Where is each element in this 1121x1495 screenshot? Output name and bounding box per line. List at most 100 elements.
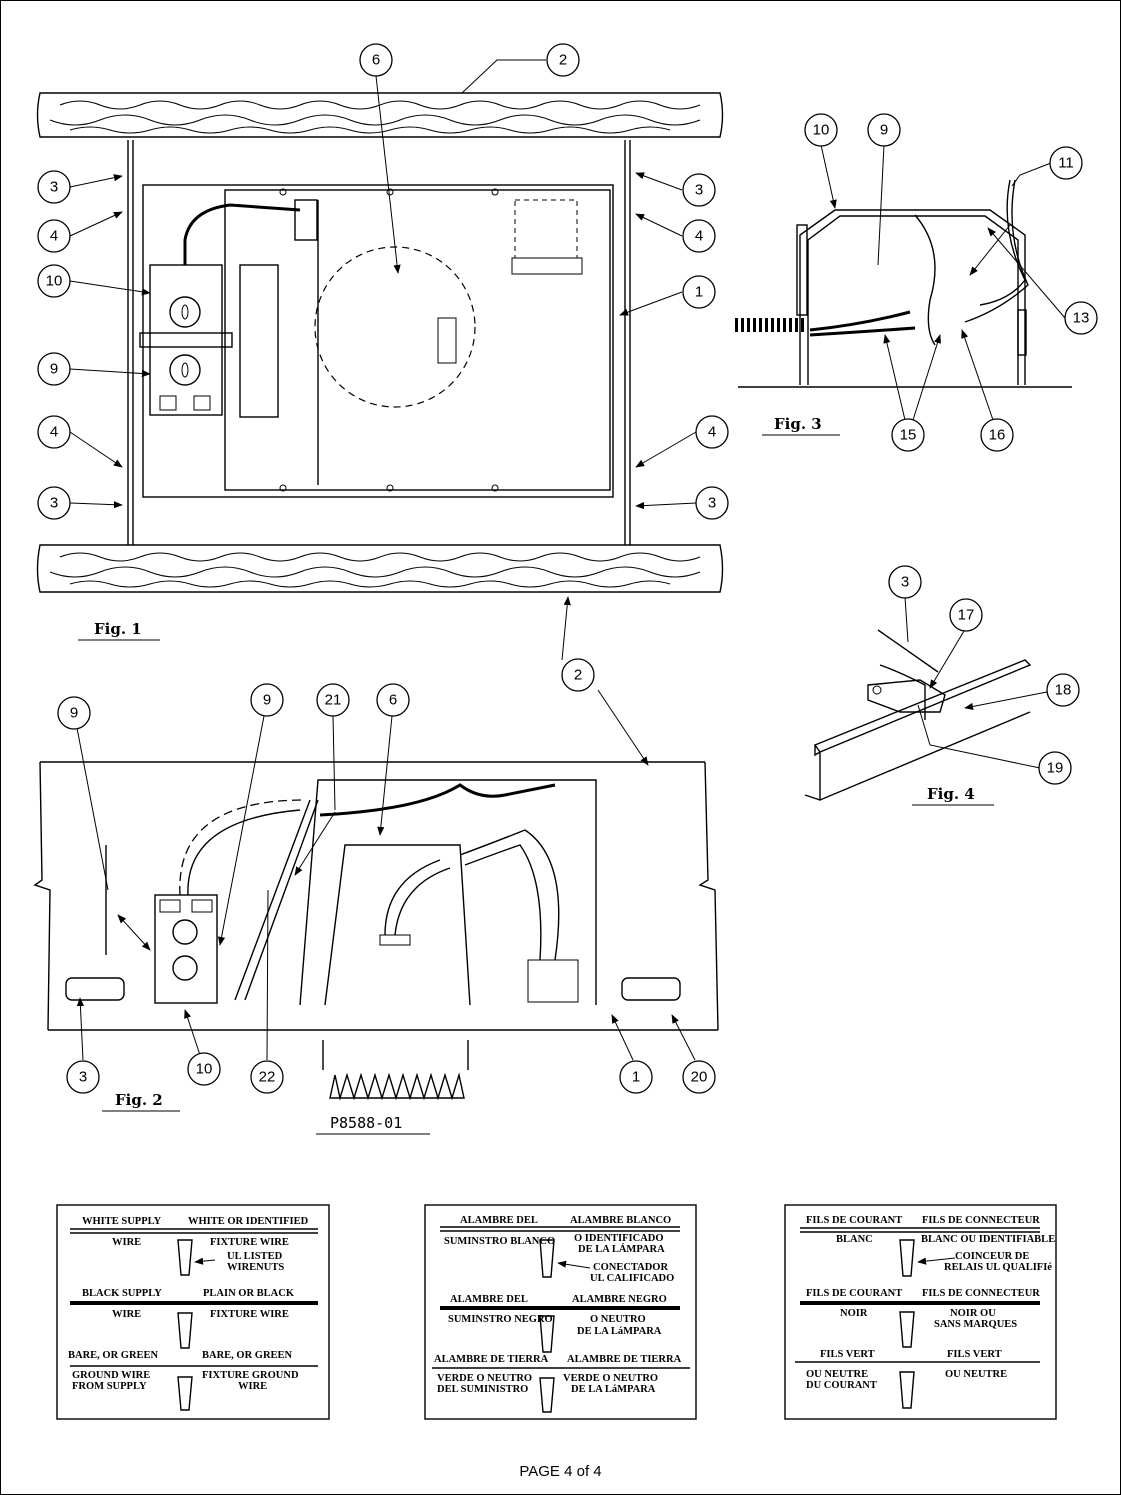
callout-f2-9b: 9 (250, 683, 284, 717)
wire-text: NOIR (840, 1308, 868, 1319)
fig2-label: Fig. 2 (115, 1091, 163, 1109)
wire-text: ALAMBRE DEL (450, 1294, 528, 1305)
wire-text: DE LA LáMPARA (577, 1326, 662, 1337)
wire-text: BARE, OR GREEN (68, 1350, 159, 1361)
wire-text: WIRE (112, 1237, 141, 1248)
fig1-diagram (36, 92, 724, 593)
callout-f2-2: 2 (561, 658, 595, 692)
callout-f1-2: 2 (546, 43, 580, 77)
wire-text: UL CALIFICADO (590, 1273, 674, 1284)
callout-f1-3a: 3 (37, 170, 71, 204)
callout-f1-1: 1 (682, 275, 716, 309)
wire-text: WIRE (112, 1309, 141, 1320)
svg-text:13: 13 (1073, 310, 1090, 327)
wire-text: O IDENTIFICADO (574, 1233, 664, 1244)
svg-text:3: 3 (79, 1069, 87, 1086)
svg-text:22: 22 (259, 1069, 276, 1086)
wire-text: BARE, OR GREEN (202, 1350, 293, 1361)
svg-text:9: 9 (263, 692, 271, 709)
wire-text: UL LISTED (227, 1251, 283, 1262)
wire-text: WIRE (238, 1381, 267, 1392)
wire-text: FILS DE COURANT (806, 1215, 902, 1226)
svg-text:10: 10 (813, 122, 830, 139)
fig1-label: Fig. 1 (94, 620, 142, 638)
wire-text: ALAMBRE BLANCO (570, 1215, 671, 1226)
wire-text: FROM SUPPLY (72, 1381, 147, 1392)
callout-f2-22: 22 (250, 1060, 284, 1094)
wiring-panel-english: WHITE SUPPLY WHITE OR IDENTIFIED WIRE FI… (56, 1204, 330, 1420)
svg-text:3: 3 (708, 495, 716, 512)
callout-f2-9a: 9 (57, 696, 91, 730)
wire-text: SUMINSTRO BLANCO (444, 1236, 555, 1247)
wire-text: NOIR OU (950, 1308, 996, 1319)
wire-text: FIXTURE GROUND (202, 1370, 299, 1381)
wire-text: VERDE O NEUTRO (563, 1373, 658, 1384)
callout-f3-9: 9 (867, 113, 901, 147)
wire-text: O NEUTRO (590, 1314, 646, 1325)
wire-text: DU COURANT (806, 1380, 877, 1391)
fig3-label: Fig. 3 (774, 415, 822, 433)
svg-text:21: 21 (325, 692, 342, 709)
svg-text:18: 18 (1055, 682, 1072, 699)
wire-text: GROUND WIRE (72, 1370, 150, 1381)
callout-f3-11: 11 (1049, 146, 1083, 180)
callout-f3-15: 15 (891, 418, 925, 452)
wire-text: OU NEUTRE (806, 1369, 868, 1380)
svg-text:3: 3 (50, 179, 58, 196)
svg-text:4: 4 (50, 424, 58, 441)
wiring-panel-spanish: ALAMBRE DEL ALAMBRE BLANCO SUMINSTRO BLA… (424, 1204, 697, 1420)
callout-f1-4c: 4 (682, 219, 716, 253)
leader-lines (69, 59, 1066, 1061)
svg-text:16: 16 (989, 427, 1006, 444)
svg-text:9: 9 (70, 705, 78, 722)
wire-text: FILS DE COURANT (806, 1288, 902, 1299)
callout-f4-3: 3 (888, 565, 922, 599)
svg-text:15: 15 (900, 427, 917, 444)
svg-text:10: 10 (196, 1061, 213, 1078)
wire-text: FILS VERT (820, 1349, 875, 1360)
wire-text: CONECTADOR (593, 1262, 668, 1273)
wire-text: SUMINSTRO NEGRO (448, 1314, 553, 1325)
wire-text: VERDE O NEUTRO (437, 1373, 532, 1384)
wire-text: BLACK SUPPLY (82, 1288, 162, 1299)
wire-text: FIXTURE WIRE (210, 1309, 289, 1320)
svg-text:3: 3 (695, 182, 703, 199)
svg-text:4: 4 (708, 424, 716, 441)
wire-text: FILS DE CONNECTEUR (922, 1288, 1040, 1299)
callout-f1-4d: 4 (695, 415, 729, 449)
wire-text: ALAMBRE DEL (460, 1215, 538, 1226)
wire-text: BLANC (836, 1234, 873, 1245)
svg-text:3: 3 (50, 495, 58, 512)
svg-text:1: 1 (632, 1069, 640, 1086)
page-footer: PAGE 4 of 4 (519, 1463, 602, 1480)
callout-f1-3b: 3 (37, 486, 71, 520)
svg-text:10: 10 (46, 273, 63, 290)
wire-text: PLAIN OR BLACK (203, 1288, 295, 1299)
callout-f1-3d: 3 (695, 486, 729, 520)
svg-text:9: 9 (880, 122, 888, 139)
fig4-label: Fig. 4 (927, 785, 975, 803)
wire-text: WHITE OR IDENTIFIED (188, 1216, 309, 1227)
callout-f2-20: 20 (682, 1060, 716, 1094)
callout-f4-19: 19 (1038, 751, 1072, 785)
callout-f1-10: 10 (37, 264, 71, 298)
svg-text:2: 2 (559, 52, 567, 69)
callout-f1-6: 6 (359, 43, 393, 77)
callout-f2-6: 6 (376, 683, 410, 717)
svg-text:1: 1 (695, 284, 703, 301)
callout-f1-4a: 4 (37, 219, 71, 253)
svg-text:19: 19 (1047, 760, 1064, 777)
callout-f2-21: 21 (316, 683, 350, 717)
fig4-diagram (804, 629, 1032, 802)
svg-text:6: 6 (389, 692, 397, 709)
wire-text: WIRENUTS (227, 1262, 284, 1273)
svg-text:4: 4 (50, 228, 58, 245)
fig3-diagram (735, 179, 1072, 388)
wire-text: ALAMBRE DE TIERRA (434, 1354, 549, 1365)
callout-f1-3c: 3 (682, 173, 716, 207)
svg-text:20: 20 (691, 1069, 708, 1086)
callout-f4-17: 17 (949, 598, 983, 632)
wire-text: FILS VERT (947, 1349, 1002, 1360)
